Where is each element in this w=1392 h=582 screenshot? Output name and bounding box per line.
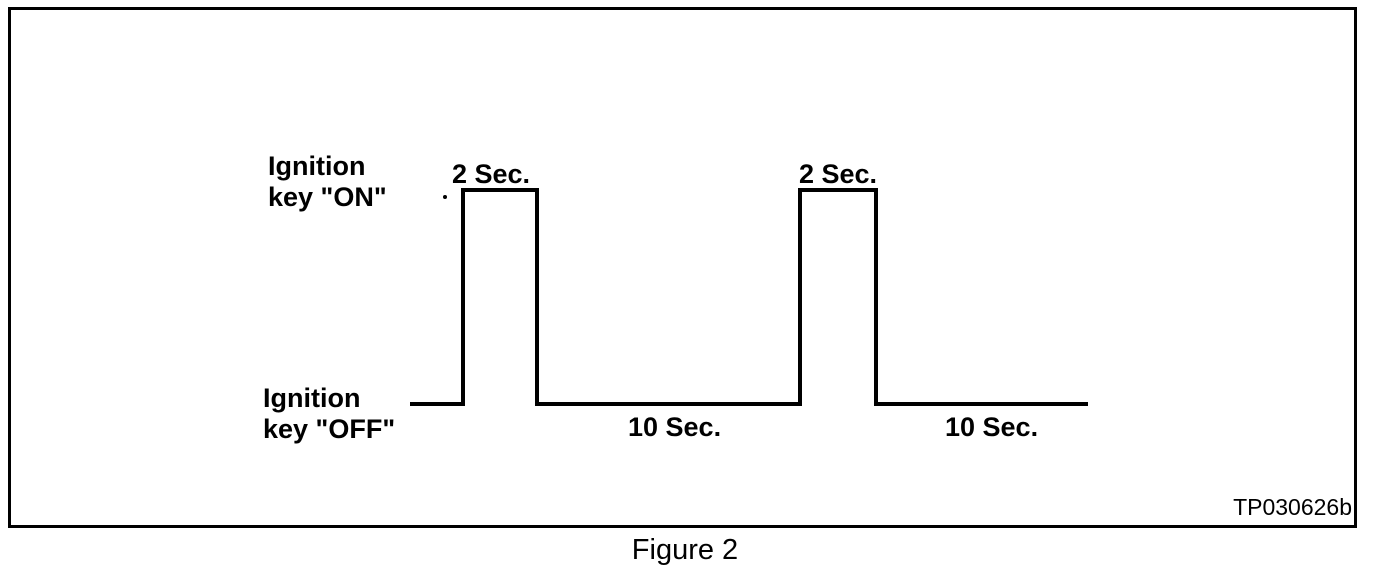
waveform-trace [410, 188, 1088, 406]
signal-high-label-line1: Ignition [268, 151, 366, 181]
signal-low-label-line1: Ignition [263, 383, 361, 413]
interval-duration-label-2: 10 Sec. [945, 412, 1039, 442]
signal-low-label-line2: key "OFF" [263, 414, 396, 444]
ink-dot-artifact [443, 195, 447, 199]
signal-low-label: Ignition key "OFF" [263, 383, 395, 445]
pulse-duration-label-1: 2 Sec. [452, 159, 531, 189]
pulse-duration-label-2: 2 Sec. [799, 159, 878, 189]
interval-duration-label-1: 10 Sec. [628, 412, 722, 442]
signal-high-label-line2: key "ON" [268, 182, 387, 212]
signal-high-label: Ignition key "ON" [268, 151, 387, 213]
figure-caption: Figure 2 [631, 534, 739, 566]
drawing-part-number: TP030626b [1233, 494, 1352, 520]
figure-border [8, 7, 1357, 528]
